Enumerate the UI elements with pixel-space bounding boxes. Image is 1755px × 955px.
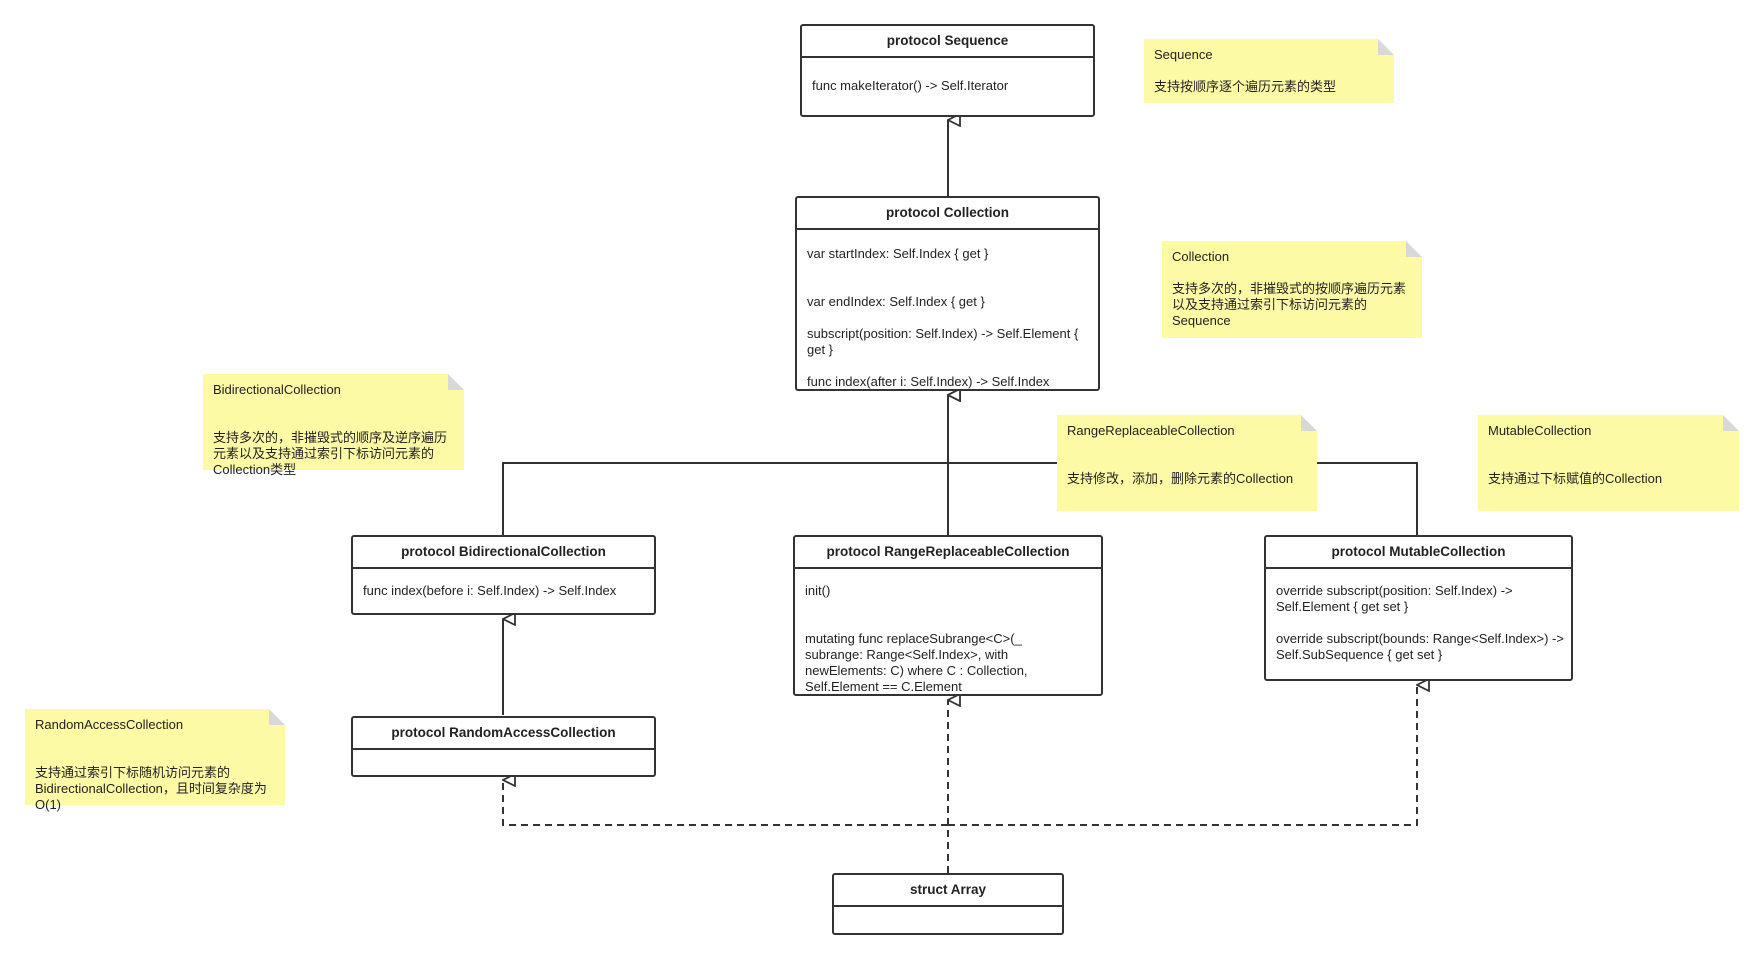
- conform-array-randomaccess: [502, 780, 949, 873]
- class-name: protocol RandomAccessCollection: [353, 718, 654, 750]
- note-title: Collection: [1172, 249, 1230, 264]
- note-mutable[interactable]: MutableCollection 支持通过下标赋值的Collection: [1478, 415, 1739, 511]
- class-name: protocol BidirectionalCollection: [353, 537, 654, 569]
- note-title: Sequence: [1154, 47, 1213, 62]
- note-title: RangeReplaceableCollection: [1067, 423, 1235, 438]
- class-member: var startIndex: Self.Index { get }: [807, 246, 989, 261]
- class-name: protocol MutableCollection: [1266, 537, 1571, 569]
- note-text: 支持多次的，非摧毁式的按顺序遍历元素以及支持通过索引下标访问元素的Sequenc…: [1172, 281, 1407, 328]
- class-rangereplaceable-collection[interactable]: protocol RangeReplaceableCollection init…: [793, 535, 1103, 696]
- class-randomaccess-collection[interactable]: protocol RandomAccessCollection: [351, 716, 656, 777]
- class-member: override subscript(position: Self.Index)…: [1276, 583, 1517, 614]
- class-member: override subscript(bounds: Range<Self.In…: [1276, 631, 1568, 662]
- note-collection[interactable]: Collection 支持多次的，非摧毁式的按顺序遍历元素以及支持通过索引下标访…: [1162, 241, 1422, 338]
- class-collection[interactable]: protocol Collection var startIndex: Self…: [795, 196, 1100, 391]
- note-text: 支持通过索引下标随机访问元素的BidirectionalCollection，且…: [35, 765, 267, 812]
- class-name: protocol Collection: [797, 198, 1098, 230]
- struct-array[interactable]: struct Array: [832, 873, 1064, 935]
- note-fold-icon: [448, 374, 464, 390]
- class-name: protocol RangeReplaceableCollection: [795, 537, 1101, 569]
- note-text: 支持修改，添加，删除元素的Collection: [1067, 471, 1294, 486]
- note-sequence[interactable]: Sequence 支持按顺序逐个遍历元素的类型: [1144, 39, 1394, 103]
- note-text: 支持多次的，非摧毁式的顺序及逆序遍历元素以及支持通过索引下标访问元素的Colle…: [213, 430, 448, 477]
- class-member: subscript(position: Self.Index) -> Self.…: [807, 326, 1082, 357]
- class-mutable-collection[interactable]: protocol MutableCollection override subs…: [1264, 535, 1573, 681]
- class-name: struct Array: [834, 875, 1062, 907]
- conform-array-mutable: [947, 685, 1417, 873]
- note-text: 支持通过下标赋值的Collection: [1488, 471, 1663, 486]
- class-member: init(): [805, 583, 831, 598]
- note-title: MutableCollection: [1488, 423, 1592, 438]
- note-fold-icon: [1301, 415, 1317, 431]
- note-fold-icon: [1406, 241, 1422, 257]
- class-member: func makeIterator() -> Self.Iterator: [812, 78, 1009, 93]
- note-text: 支持按顺序逐个遍历元素的类型: [1154, 79, 1337, 94]
- note-randomaccess[interactable]: RandomAccessCollection 支持通过索引下标随机访问元素的Bi…: [25, 709, 285, 812]
- note-rangereplaceable[interactable]: RangeReplaceableCollection 支持修改，添加，删除元素的…: [1057, 415, 1317, 511]
- note-title: RandomAccessCollection: [35, 717, 184, 732]
- note-bidirectional[interactable]: BidirectionalCollection 支持多次的，非摧毁式的顺序及逆序…: [203, 374, 464, 477]
- inherit-bidirectional-collection: [502, 395, 948, 535]
- note-title: BidirectionalCollection: [213, 382, 341, 397]
- note-fold-icon: [1378, 39, 1394, 55]
- class-bidirectional-collection[interactable]: protocol BidirectionalCollection func in…: [351, 535, 656, 615]
- note-fold-icon: [269, 709, 285, 725]
- note-fold-icon: [1723, 415, 1739, 431]
- class-member: func index(before i: Self.Index) -> Self…: [363, 583, 617, 598]
- class-sequence[interactable]: protocol Sequence func makeIterator() ->…: [800, 24, 1095, 117]
- class-member: func index(after i: Self.Index) -> Self.…: [807, 374, 1050, 389]
- class-member: mutating func replaceSubrange<C>(_ subra…: [805, 631, 1032, 694]
- class-member: var endIndex: Self.Index { get }: [807, 294, 985, 309]
- class-name: protocol Sequence: [802, 26, 1093, 58]
